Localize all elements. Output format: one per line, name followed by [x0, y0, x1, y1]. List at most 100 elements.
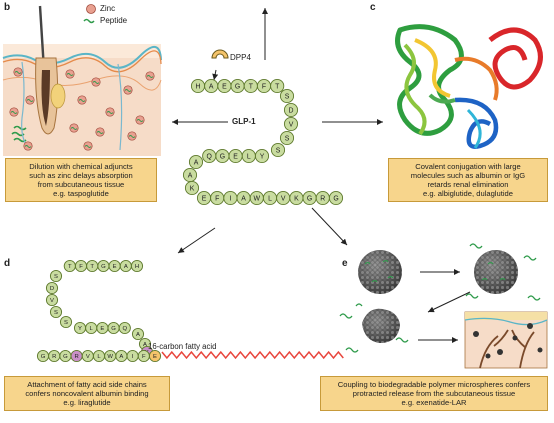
glp1-residue [270, 78, 285, 94]
bound-peptide [128, 135, 136, 138]
glp1-residue-letter: G [220, 154, 225, 161]
bound-peptide [14, 71, 22, 74]
glp1-residue-letter: E [222, 84, 227, 91]
bound-peptide [78, 99, 86, 102]
glp1-residue-letter: K [294, 196, 299, 203]
glp1-residue-letter: A [188, 173, 193, 180]
bound-peptide [26, 99, 34, 102]
liraglutide-residue-letter: L [90, 326, 94, 332]
liraglutide-residue-letter: L [97, 354, 101, 360]
caption-c-line: Covalent conjugation with large [415, 162, 521, 171]
peptide-legend-swatch [83, 18, 95, 24]
glp1-residue-letter: Y [260, 154, 265, 161]
microsphere-illustration [339, 243, 548, 369]
caption-d-line: e.g. liraglutide [63, 398, 111, 407]
glp1-residue-letter: G [235, 84, 240, 91]
fatty-acid-label: 16-carbon fatty acid [148, 342, 217, 351]
liraglutide-residue [131, 327, 145, 341]
glp1-residue-letter: D [289, 108, 294, 115]
bound-peptide [92, 81, 100, 84]
liraglutide-residue [118, 321, 131, 335]
caption-b-line: from subcutaneous tissue [37, 180, 125, 189]
arrow-to-panel-e [311, 207, 348, 246]
glp1-residue [328, 190, 344, 206]
caption-b-line: e.g. taspoglutide [53, 189, 109, 198]
zinc-particles [9, 67, 155, 151]
glp1-residue-letter: V [281, 196, 286, 203]
glp1-residue-letter: K [190, 186, 195, 193]
bound-peptide [136, 119, 144, 122]
bound-peptide [70, 127, 78, 130]
panel-label-b: b [4, 2, 11, 13]
liraglutide-residue-letter: R [52, 354, 56, 360]
glp1-residue-letter: T [275, 84, 280, 91]
liraglutide-residue-letter: A [143, 342, 147, 348]
panel-label-c: c [370, 2, 376, 13]
bound-peptide [106, 111, 114, 114]
glp1-residue [283, 116, 299, 132]
liraglutide-residue-letter: Y [78, 326, 82, 332]
caption-c-line: molecules such as albumin or IgG [410, 171, 526, 180]
liraglutide-residue-letter: D [50, 286, 54, 292]
liraglutide-residue-letter: R [74, 354, 78, 360]
liraglutide-residue-letter: E [113, 264, 117, 270]
caption-panel-e: Coupling to biodegradable polymer micros… [320, 376, 548, 411]
liraglutide-residue-letter: S [64, 320, 68, 326]
glp1-residue-letter: W [254, 196, 261, 203]
bound-peptide [146, 75, 154, 78]
liraglutide-residue [49, 305, 63, 319]
glp1-residue [283, 102, 299, 118]
skin-illustration [2, 5, 162, 156]
caption-c-line: e.g. albiglutide, dulaglutide [423, 189, 513, 198]
liraglutide-residue-letter: F [142, 354, 146, 360]
peptide-legend-label: Peptide [100, 16, 128, 25]
panel-label-e: e [342, 258, 348, 269]
liraglutide-residue-letter: A [136, 332, 140, 338]
liraglutide-residue-letter: F [79, 264, 83, 270]
liraglutide-residue-letter: I [132, 354, 134, 360]
liraglutide-residue-letter: A [119, 354, 123, 360]
caption-panel-d: Attachment of fatty acid side chains con… [4, 376, 170, 411]
glp1-residue-letter: G [307, 196, 312, 203]
liraglutide-residue-letter: E [153, 354, 157, 360]
glp1-residue-letter: L [247, 154, 251, 161]
caption-e-line: protracted release from the subcutaneous… [352, 389, 516, 398]
liraglutide-residue-letter: G [101, 264, 106, 270]
liraglutide-residue [45, 281, 59, 295]
glp1-residue-letter: E [202, 196, 207, 203]
glp1-residue-letter: S [285, 136, 290, 143]
glp1-residue-letter: S [276, 148, 281, 155]
panel-label-d: d [4, 258, 11, 269]
caption-d-line: confers noncovalent albumin binding [25, 389, 149, 398]
liraglutide-residue [36, 349, 50, 363]
liraglutide-residue [59, 315, 73, 329]
liraglutide-residue-letter: G [41, 354, 46, 360]
bound-peptide [124, 89, 132, 92]
liraglutide-residue-letter: H [135, 264, 139, 270]
glp1-residue-letter: V [289, 122, 294, 129]
glp1-residue [188, 154, 204, 170]
glp1-residue-letter: T [249, 84, 254, 91]
caption-panel-c: Covalent conjugation with large molecule… [388, 158, 548, 202]
bound-peptide [96, 131, 104, 134]
liraglutide-residue-letter: S [54, 274, 58, 280]
zinc-legend-swatch [86, 4, 96, 14]
liraglutide-residue [49, 269, 63, 283]
glp1-residue [202, 148, 217, 164]
glp1-residue-letter: L [268, 196, 272, 203]
liraglutide-residue [45, 293, 59, 307]
dpp4-enzyme-icon [211, 49, 229, 59]
liraglutide-residue-letter: V [86, 354, 90, 360]
glp1-residue-letter: F [262, 84, 266, 91]
fatty-acid-chain [161, 350, 344, 360]
glp1-residue-letter: A [241, 196, 246, 203]
glp1-residue-letter: R [320, 196, 325, 203]
glp1-residue-letter: E [233, 154, 238, 161]
liraglutide-residue-letter: S [54, 310, 58, 316]
caption-d-line: Attachment of fatty acid side chains [27, 380, 147, 389]
liraglutide-residue-letter: Q [123, 326, 128, 332]
liraglutide-residue-letter: V [50, 298, 54, 304]
liraglutide-residue-letter: A [124, 264, 128, 270]
